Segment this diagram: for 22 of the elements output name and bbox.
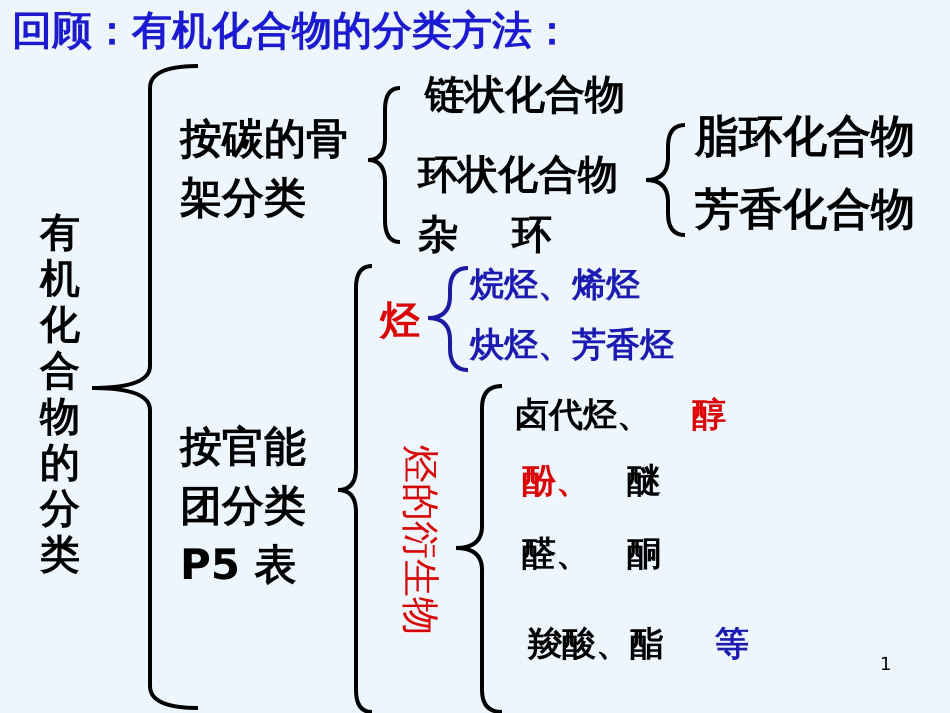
class-term: 醚 bbox=[627, 462, 661, 502]
class-term: 杂 环 bbox=[418, 212, 552, 258]
category-text: 按官能团分类P5 表 bbox=[180, 421, 307, 591]
class-term: 烃 bbox=[380, 298, 420, 344]
class-term: 炔烃、芳香烃 bbox=[470, 326, 674, 366]
class-term: 醇 bbox=[692, 396, 726, 436]
class-term: 酚、 bbox=[522, 462, 590, 502]
class-term: 醛、 bbox=[522, 535, 590, 574]
class-term: 环状化合物 bbox=[418, 152, 618, 198]
vertical-heading: 烃的衍生物 bbox=[398, 445, 442, 635]
title: 回顾：有机化合物的分类方法： bbox=[12, 8, 572, 54]
class-term: 卤代烃、 bbox=[515, 396, 651, 436]
class-term: 酮 bbox=[627, 535, 661, 574]
class-term: 羧酸、酯 bbox=[528, 625, 664, 664]
class-term: 芳香化合物 bbox=[695, 185, 915, 236]
vertical-heading: 有机化合物的分类 bbox=[40, 210, 81, 578]
class-term: 等 bbox=[715, 625, 749, 664]
class-term: 链状化合物 bbox=[425, 72, 625, 118]
class-term: 烷烃、烯烃 bbox=[470, 266, 640, 306]
class-term: 脂环化合物 bbox=[695, 112, 915, 163]
category-text: 按碳的骨架分类 bbox=[180, 113, 349, 224]
page-number: 1 bbox=[880, 655, 892, 676]
